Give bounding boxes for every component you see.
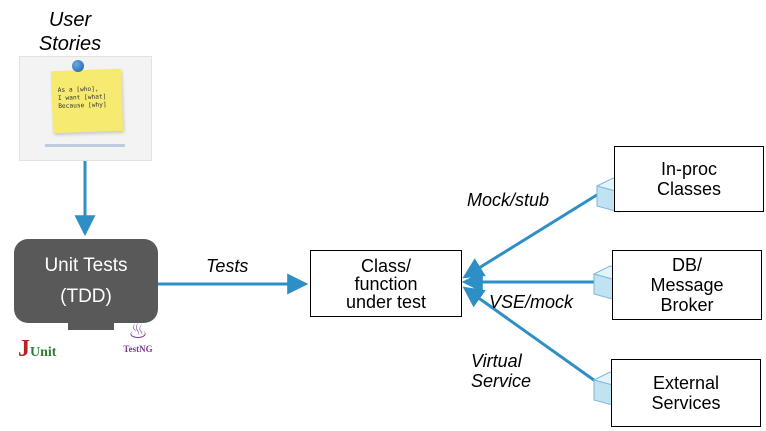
- edge-label-mock-stub: Mock/stub: [467, 190, 550, 210]
- inproc-line1: In-proc: [660, 159, 718, 179]
- class-box-line1: Class/: [360, 255, 411, 276]
- db-line1: DB/: [671, 255, 702, 275]
- unit-tests-box: Unit Tests (TDD): [14, 239, 158, 323]
- pushpin-icon: [72, 60, 84, 72]
- edge-label-virtual-line1: Virtual: [471, 351, 522, 371]
- testng-logo: ♨ TestNG: [108, 318, 168, 354]
- arrow-virtual-to-class: [462, 286, 599, 385]
- junit-logo-text: Unit: [30, 345, 57, 360]
- class-under-test-box: Class/ function under test: [310, 250, 462, 317]
- class-box-line3: under test: [345, 291, 427, 312]
- class-box-line2: function: [354, 273, 418, 294]
- unit-tests-sublabel: (TDD): [60, 286, 112, 307]
- db-line2: Message: [650, 275, 724, 295]
- external-line1: External: [652, 373, 720, 393]
- inproc-line2: Classes: [656, 179, 722, 199]
- edge-label-virtual-line2: Service: [471, 371, 532, 391]
- unit-tests-label: Unit Tests: [44, 255, 128, 276]
- edge-label-vse-mock: VSE/mock: [489, 292, 574, 312]
- card-caption-line: [45, 144, 125, 147]
- sticky-note-text: As a [who], I want [what] Because [why]: [57, 85, 107, 111]
- user-stories-title-line2: Stories: [38, 33, 102, 55]
- user-stories-title: User Stories: [20, 8, 120, 56]
- external-services-box: External Services: [611, 359, 761, 427]
- external-line2: Services: [651, 393, 721, 413]
- edge-label-tests: Tests: [206, 256, 249, 276]
- junit-logo: JUnit: [18, 336, 56, 363]
- user-stories-title-line1: User: [48, 9, 92, 31]
- db-line3: Broker: [660, 295, 714, 315]
- java-cup-icon: ♨: [128, 318, 148, 343]
- inproc-classes-box: In-proc Classes: [614, 146, 764, 212]
- testng-label: TestNG: [123, 344, 153, 354]
- arrow-mock-to-class: [462, 191, 601, 279]
- junit-logo-j: J: [18, 336, 30, 362]
- db-message-broker-box: DB/ Message Broker: [612, 250, 762, 320]
- edge-label-virtual-service: Virtual Service: [471, 351, 531, 391]
